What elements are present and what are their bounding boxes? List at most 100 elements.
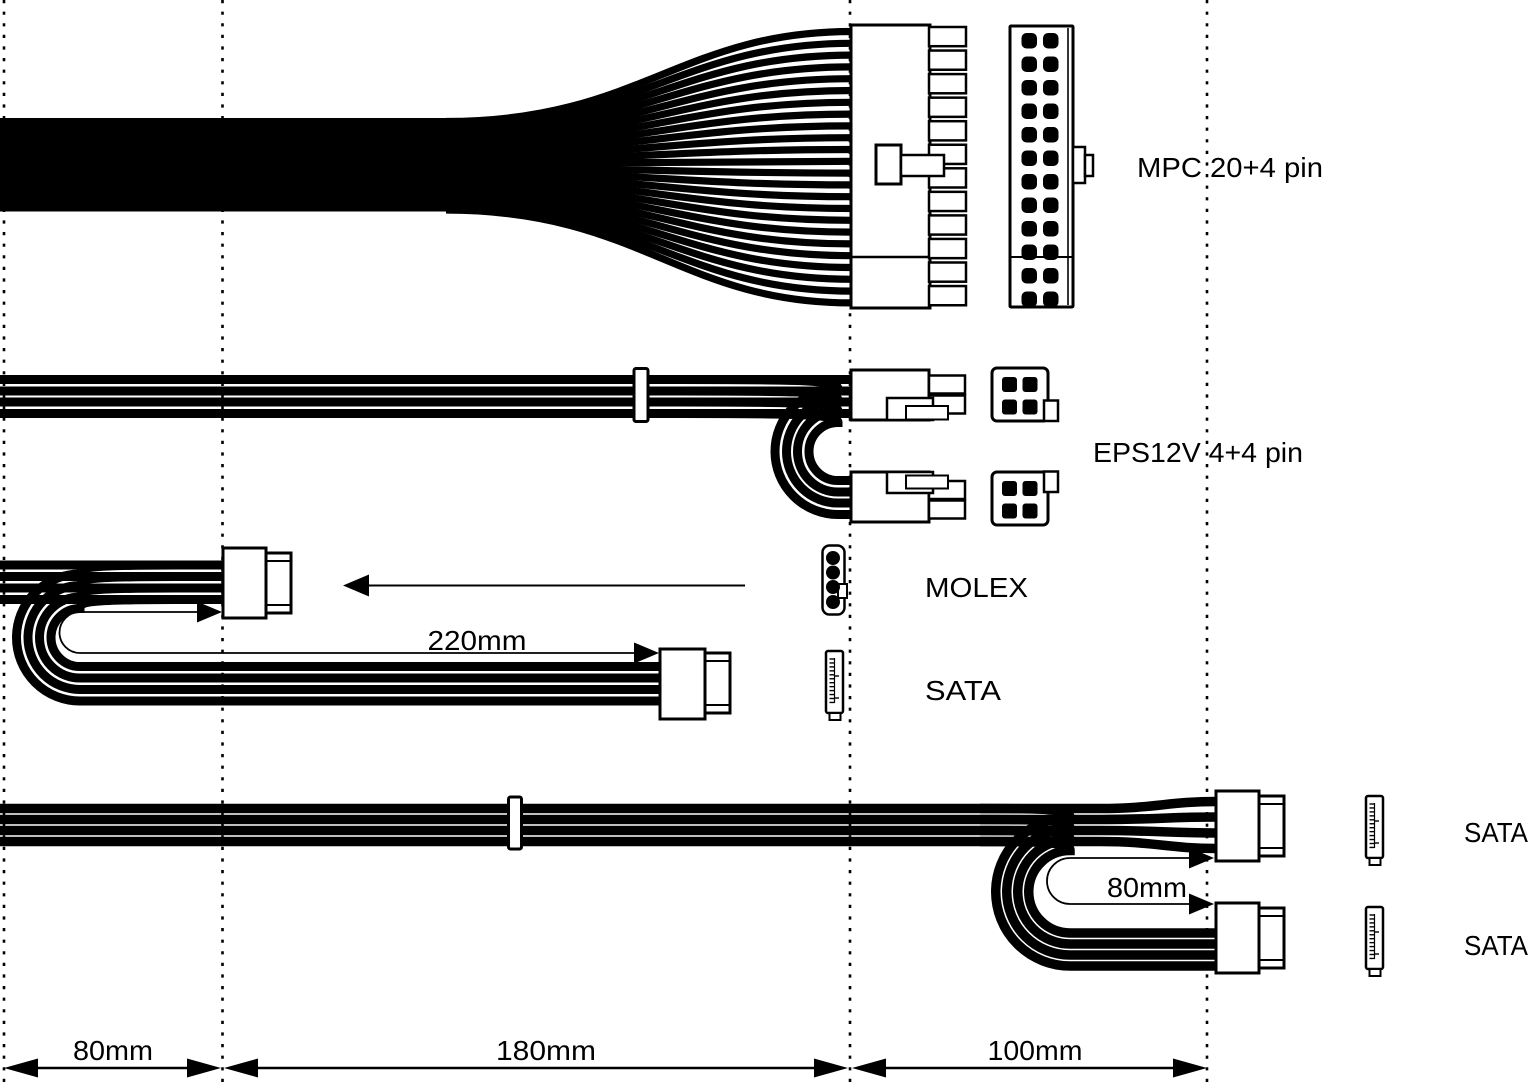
pin [1021,244,1037,260]
sata-mid-label: SATA [925,675,1001,706]
icon-foot [1368,857,1382,866]
pin [1021,197,1037,213]
cable-bundle [0,118,452,212]
direction-arrow-left [343,574,745,597]
plug-shell [1257,906,1286,970]
pin-tooth [927,96,968,119]
pin [1002,399,1017,415]
connector-face [990,366,1050,423]
cable-wire [0,812,1218,825]
cable-wire [445,206,853,307]
icon-pin-hole [826,551,840,565]
pin-tooth [927,72,968,95]
pin [1022,399,1038,415]
sata-front-icon-mid [824,649,845,721]
plug-body [658,647,707,721]
cable-wire [445,167,853,189]
latch-tab [1071,145,1087,185]
plug-shell [1257,794,1286,858]
length-callout-220mm [58,601,659,664]
arrowhead-icon [187,1058,221,1078]
plug-body [221,546,268,620]
pin [1043,174,1059,190]
pin-tooth [927,25,968,48]
pin-tooth [927,214,968,236]
measure-line [58,611,647,654]
pin [1043,80,1059,96]
dimension-100mm [852,1058,1207,1078]
pin [1021,150,1037,166]
pin-tooth [927,237,968,260]
dim-right-label: 100mm [988,1035,1083,1066]
icon-pin-hole [826,580,840,594]
cable-loop-wire [679,375,852,519]
cable-wire [445,187,853,248]
latch-tab-tip [1083,153,1095,178]
cable-wire [445,86,853,145]
cable-tie [507,795,523,851]
cable-tie [632,367,650,423]
sata-cable [0,795,1218,971]
cable-loop-wire [679,409,852,485]
sata-side-connectors [1214,789,1286,975]
cable-wire [445,75,853,141]
molex-label: MOLEX [925,572,1028,603]
icon-foot [828,712,842,721]
cable-loop-wire [979,814,1217,960]
plug-body [1214,789,1261,863]
pin [1022,481,1038,496]
cable-loop-wire [979,836,1217,938]
cable-wire [445,110,853,153]
arrowhead-icon [197,601,222,623]
cable-wire [445,39,853,129]
pin [1021,174,1037,190]
arrowhead-icon [1189,847,1214,869]
cable-wire [445,27,853,126]
cable-wire [445,183,853,236]
arrowhead-icon [634,642,659,664]
cable-wire [445,98,853,149]
pin-tooth [927,284,968,307]
pin [1021,80,1037,96]
sata-loop-label: 80mm [1107,872,1187,903]
measure-line [1046,857,1211,905]
pin [1002,503,1017,519]
sata-lower-label: SATA [1464,930,1528,961]
molex-front-icon [821,544,848,616]
cable-loop-wire [23,572,662,694]
pin [1022,503,1038,519]
latch-clip [874,143,903,186]
dimension-180mm [224,1058,848,1078]
plug-shell [703,651,732,715]
pin [1022,377,1038,392]
length-callout-80mm [1046,847,1214,915]
sata-front-icon-upper [1364,794,1385,866]
pin [1002,481,1017,496]
arrowhead-icon [1189,893,1214,915]
arrowhead-icon [1173,1058,1207,1078]
pin [1043,221,1059,237]
mpc-cable-bundle [0,27,853,307]
mpc-label: MPC 20+4 pin [1137,152,1323,183]
pin-tooth [927,499,967,520]
pin [1021,221,1037,237]
molex-cable [0,560,662,706]
pin [1021,33,1037,49]
plug-shell [264,551,293,615]
cable-wire [445,157,853,168]
dimension-80mm [4,1058,221,1078]
cable-wire [0,796,1218,814]
pin [1043,33,1059,49]
cable-loop-wire [46,595,662,671]
pin [1043,244,1059,260]
tab [1042,399,1060,423]
pin [1021,291,1037,307]
eps-label: EPS12V 4+4 pin [1093,437,1303,468]
latch-tip [905,474,949,490]
molex-plug-side-view [221,546,293,620]
arrowhead-icon [814,1058,848,1078]
mpc-side-connector [849,23,968,310]
cable-wire [445,51,853,133]
